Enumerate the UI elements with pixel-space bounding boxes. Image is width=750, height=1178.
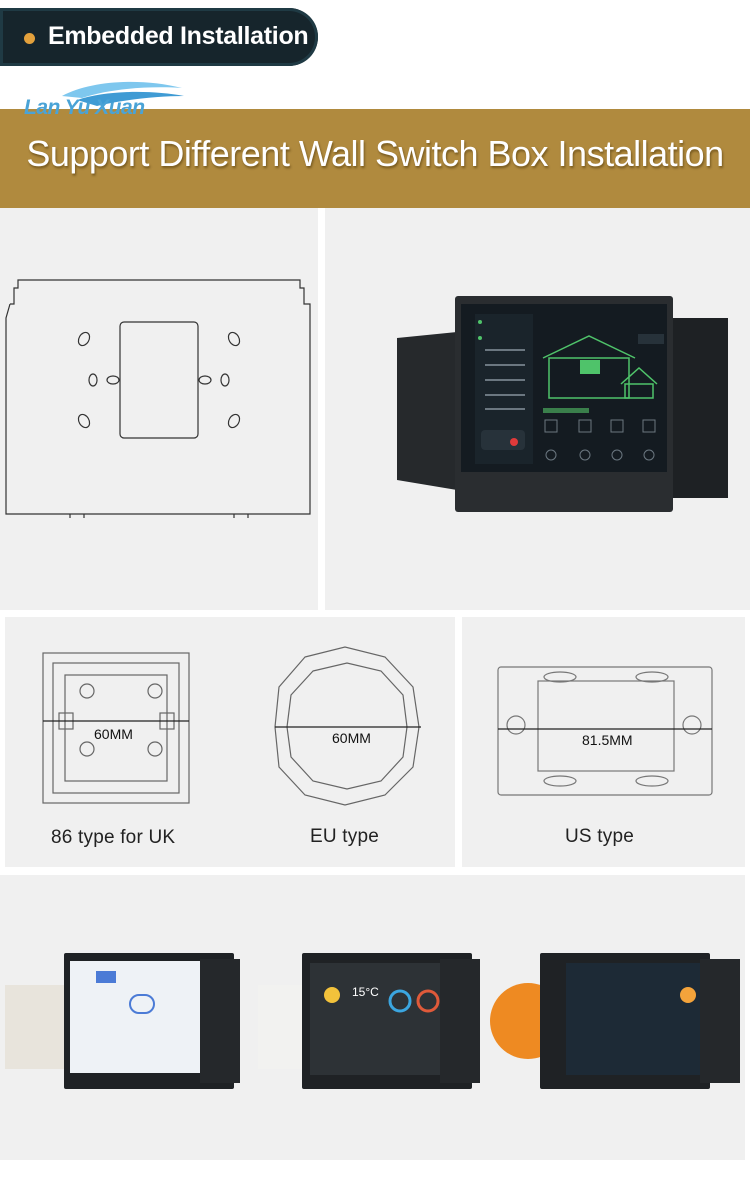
product-photos [5,953,740,1089]
weather-temperature: 15°C [352,985,379,999]
brand-logo: Lan Yu Xuan [22,78,192,124]
section-badge: Embedded Installation [0,8,318,66]
us-box-panel: 81.5MM US type [462,617,745,867]
logo-wordmark: Lan Yu Xuan [24,96,145,119]
device-render [397,296,728,512]
mounting-plate-panel [0,208,318,610]
us-box-drawing [497,666,713,796]
eu-dimension: 60MM [332,730,371,746]
section-badge-label: Embedded Installation [48,22,309,50]
uk-eu-box-drawings [42,646,421,806]
us-dimension: 81.5MM [582,732,633,748]
product-photos-panel: 15°C [0,875,745,1160]
uk-dimension: 60MM [94,726,133,742]
logo-wave-icon [62,81,184,106]
device-render-panel [325,208,750,610]
bullet-dot-icon [24,33,35,44]
us-caption: US type [565,826,634,847]
eu-caption: EU type [310,826,379,847]
uk-caption: 86 type for UK [51,827,176,848]
box-types-panel: 60MM 60MM 86 type for UK EU type [5,617,455,867]
mounting-plate-drawing [5,279,311,518]
title-banner: Support Different Wall Switch Box Instal… [0,109,750,208]
banner-title: Support Different Wall Switch Box Instal… [26,133,724,174]
